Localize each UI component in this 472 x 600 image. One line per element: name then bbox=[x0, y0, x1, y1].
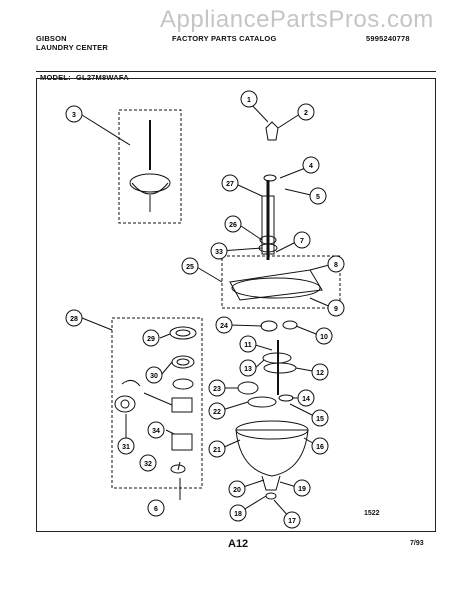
header-rule bbox=[36, 71, 436, 72]
callout-34: 34 bbox=[147, 421, 165, 439]
callout-10: 10 bbox=[315, 327, 333, 345]
callout-23: 23 bbox=[208, 379, 226, 397]
svg-text:32: 32 bbox=[144, 461, 152, 468]
watermark: AppliancePartsPros.com bbox=[160, 6, 434, 33]
svg-text:34: 34 bbox=[152, 428, 160, 435]
catalog-title: FACTORY PARTS CATALOG bbox=[172, 34, 277, 43]
callout-14: 14 bbox=[297, 389, 315, 407]
svg-text:5: 5 bbox=[316, 194, 320, 201]
callout-18: 18 bbox=[229, 504, 247, 522]
svg-text:14: 14 bbox=[302, 396, 310, 403]
revision-date: 7/93 bbox=[410, 540, 424, 547]
svg-text:3: 3 bbox=[72, 112, 76, 119]
brand-name: GIBSON bbox=[36, 34, 67, 43]
svg-text:6: 6 bbox=[154, 506, 158, 513]
svg-text:15: 15 bbox=[316, 416, 324, 423]
inset-box-transmission bbox=[118, 109, 182, 224]
callout-19: 19 bbox=[293, 479, 311, 497]
callout-31: 31 bbox=[117, 437, 135, 455]
svg-text:18: 18 bbox=[234, 511, 242, 518]
callout-30: 30 bbox=[145, 366, 163, 384]
svg-text:27: 27 bbox=[226, 181, 234, 188]
page-number: A12 bbox=[228, 538, 249, 550]
callout-3: 3 bbox=[65, 105, 83, 123]
svg-text:10: 10 bbox=[320, 334, 328, 341]
svg-text:19: 19 bbox=[298, 486, 306, 493]
callout-9: 9 bbox=[327, 299, 345, 317]
svg-text:29: 29 bbox=[147, 336, 155, 343]
callout-group: 1 2 3 4 5 6 7 8 9 10 11 12 13 14 15 16 1… bbox=[65, 90, 345, 529]
callout-17: 17 bbox=[283, 511, 301, 529]
callout-7: 7 bbox=[293, 231, 311, 249]
model-label: MODEL: bbox=[40, 73, 71, 82]
catalog-number: 5995240778 bbox=[366, 34, 410, 43]
callout-4: 4 bbox=[302, 156, 320, 174]
svg-text:4: 4 bbox=[309, 163, 313, 170]
svg-text:25: 25 bbox=[186, 264, 194, 271]
svg-text:24: 24 bbox=[220, 323, 228, 330]
svg-text:2: 2 bbox=[304, 110, 308, 117]
callout-24: 24 bbox=[215, 316, 233, 334]
svg-text:28: 28 bbox=[70, 316, 78, 323]
callout-11: 11 bbox=[239, 335, 257, 353]
callout-2: 2 bbox=[297, 103, 315, 121]
callout-20: 20 bbox=[228, 480, 246, 498]
svg-text:11: 11 bbox=[244, 342, 252, 349]
svg-text:31: 31 bbox=[122, 444, 130, 451]
callout-12: 12 bbox=[311, 363, 329, 381]
svg-text:33: 33 bbox=[215, 249, 223, 256]
product-subtitle: LAUNDRY CENTER bbox=[36, 43, 108, 52]
callout-25: 25 bbox=[181, 257, 199, 275]
callout-6: 6 bbox=[147, 499, 165, 517]
diagram-frame bbox=[36, 78, 436, 532]
svg-text:7: 7 bbox=[300, 238, 304, 245]
svg-text:20: 20 bbox=[233, 487, 241, 494]
callout-21: 21 bbox=[208, 440, 226, 458]
svg-text:22: 22 bbox=[213, 409, 221, 416]
callout-22: 22 bbox=[208, 402, 226, 420]
callout-15: 15 bbox=[311, 409, 329, 427]
svg-text:26: 26 bbox=[229, 222, 237, 229]
svg-text:12: 12 bbox=[316, 370, 324, 377]
callout-33: 33 bbox=[210, 242, 228, 260]
callout-5: 5 bbox=[309, 187, 327, 205]
svg-text:21: 21 bbox=[213, 447, 221, 454]
svg-text:30: 30 bbox=[150, 373, 158, 380]
callout-16: 16 bbox=[311, 437, 329, 455]
callout-1: 1 bbox=[240, 90, 258, 108]
callout-27: 27 bbox=[221, 174, 239, 192]
svg-text:1: 1 bbox=[247, 97, 251, 104]
svg-text:13: 13 bbox=[244, 366, 252, 373]
callout-29: 29 bbox=[142, 329, 160, 347]
callout-13: 13 bbox=[239, 359, 257, 377]
model-value: GL27M8WAFA bbox=[76, 73, 129, 82]
figure-code: 1522 bbox=[364, 510, 380, 517]
callout-26: 26 bbox=[224, 215, 242, 233]
svg-text:23: 23 bbox=[213, 386, 221, 393]
svg-text:8: 8 bbox=[334, 262, 338, 269]
callout-32: 32 bbox=[139, 454, 157, 472]
svg-text:9: 9 bbox=[334, 306, 338, 313]
svg-text:17: 17 bbox=[288, 518, 296, 525]
svg-text:16: 16 bbox=[316, 444, 324, 451]
inset-box-bearing-kit bbox=[111, 317, 203, 489]
callout-28: 28 bbox=[65, 309, 83, 327]
callout-8: 8 bbox=[327, 255, 345, 273]
